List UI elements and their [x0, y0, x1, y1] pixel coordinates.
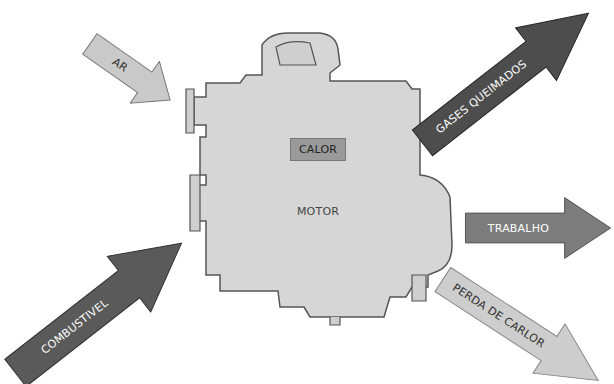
block-arrow: GASES QUEIMADOS	[399, 0, 610, 171]
node-label: CALOR	[299, 143, 337, 156]
block-arrow: PERDA DE CARLOR	[424, 253, 614, 384]
block-arrow: TRABALHO	[464, 197, 612, 259]
engine: MOTOR CALOR	[180, 25, 470, 330]
engine-silhouette	[180, 25, 470, 330]
node-label: MOTOR	[297, 205, 339, 218]
node-label: PERDA DE CARLOR	[450, 281, 547, 350]
node-label: GASES QUEIMADOS	[433, 57, 529, 136]
node-label: TRABALHO	[488, 222, 549, 235]
arrow-shape	[424, 253, 614, 384]
block-arrow: AR	[74, 22, 186, 122]
heat-box: CALOR	[290, 138, 346, 161]
arrow-shape	[74, 22, 186, 122]
block-arrow: COMBUSTIVEL	[0, 213, 205, 384]
